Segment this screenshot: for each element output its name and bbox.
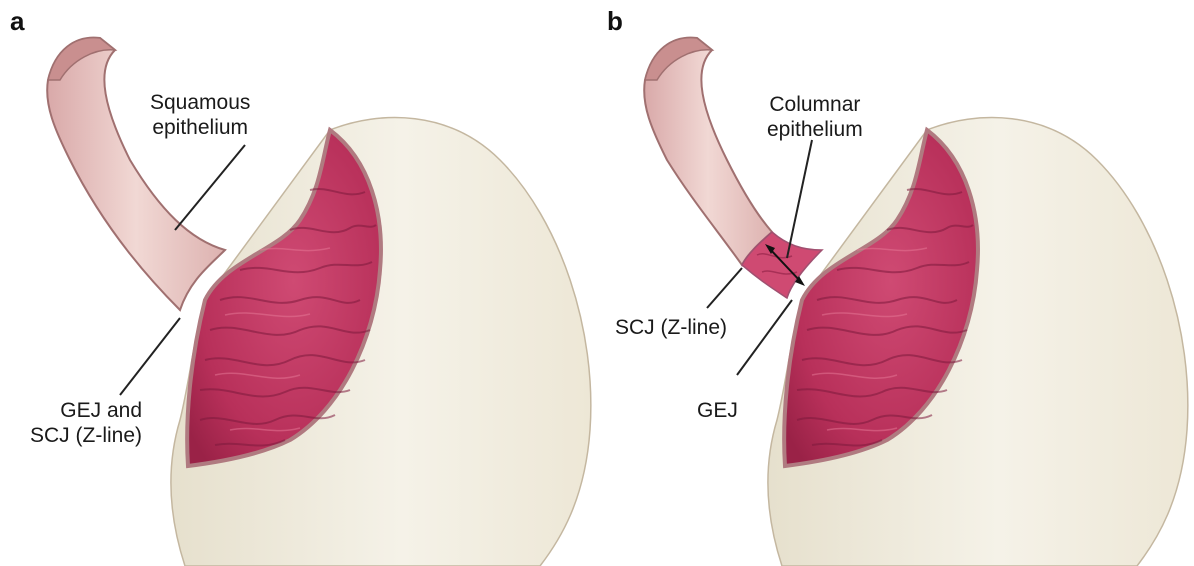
esophagus — [47, 38, 225, 310]
label-scj: SCJ (Z-line) — [615, 315, 727, 340]
stomach-illustration — [597, 0, 1194, 566]
label-squamous-epithelium: Squamous epithelium — [150, 90, 250, 140]
panel-b: b — [597, 0, 1194, 566]
leader-columnar — [787, 140, 812, 258]
leader-scj — [707, 268, 742, 308]
leader-gej — [737, 300, 792, 375]
stomach-illustration — [0, 0, 597, 566]
leader-gej — [120, 318, 180, 395]
label-gej: GEJ — [697, 398, 738, 423]
panel-a: a Squamous epithe — [0, 0, 597, 566]
leader-squamous — [175, 145, 245, 230]
label-gej-scj: GEJ and SCJ (Z-line) — [30, 398, 142, 448]
label-columnar-epithelium: Columnar epithelium — [767, 92, 863, 142]
